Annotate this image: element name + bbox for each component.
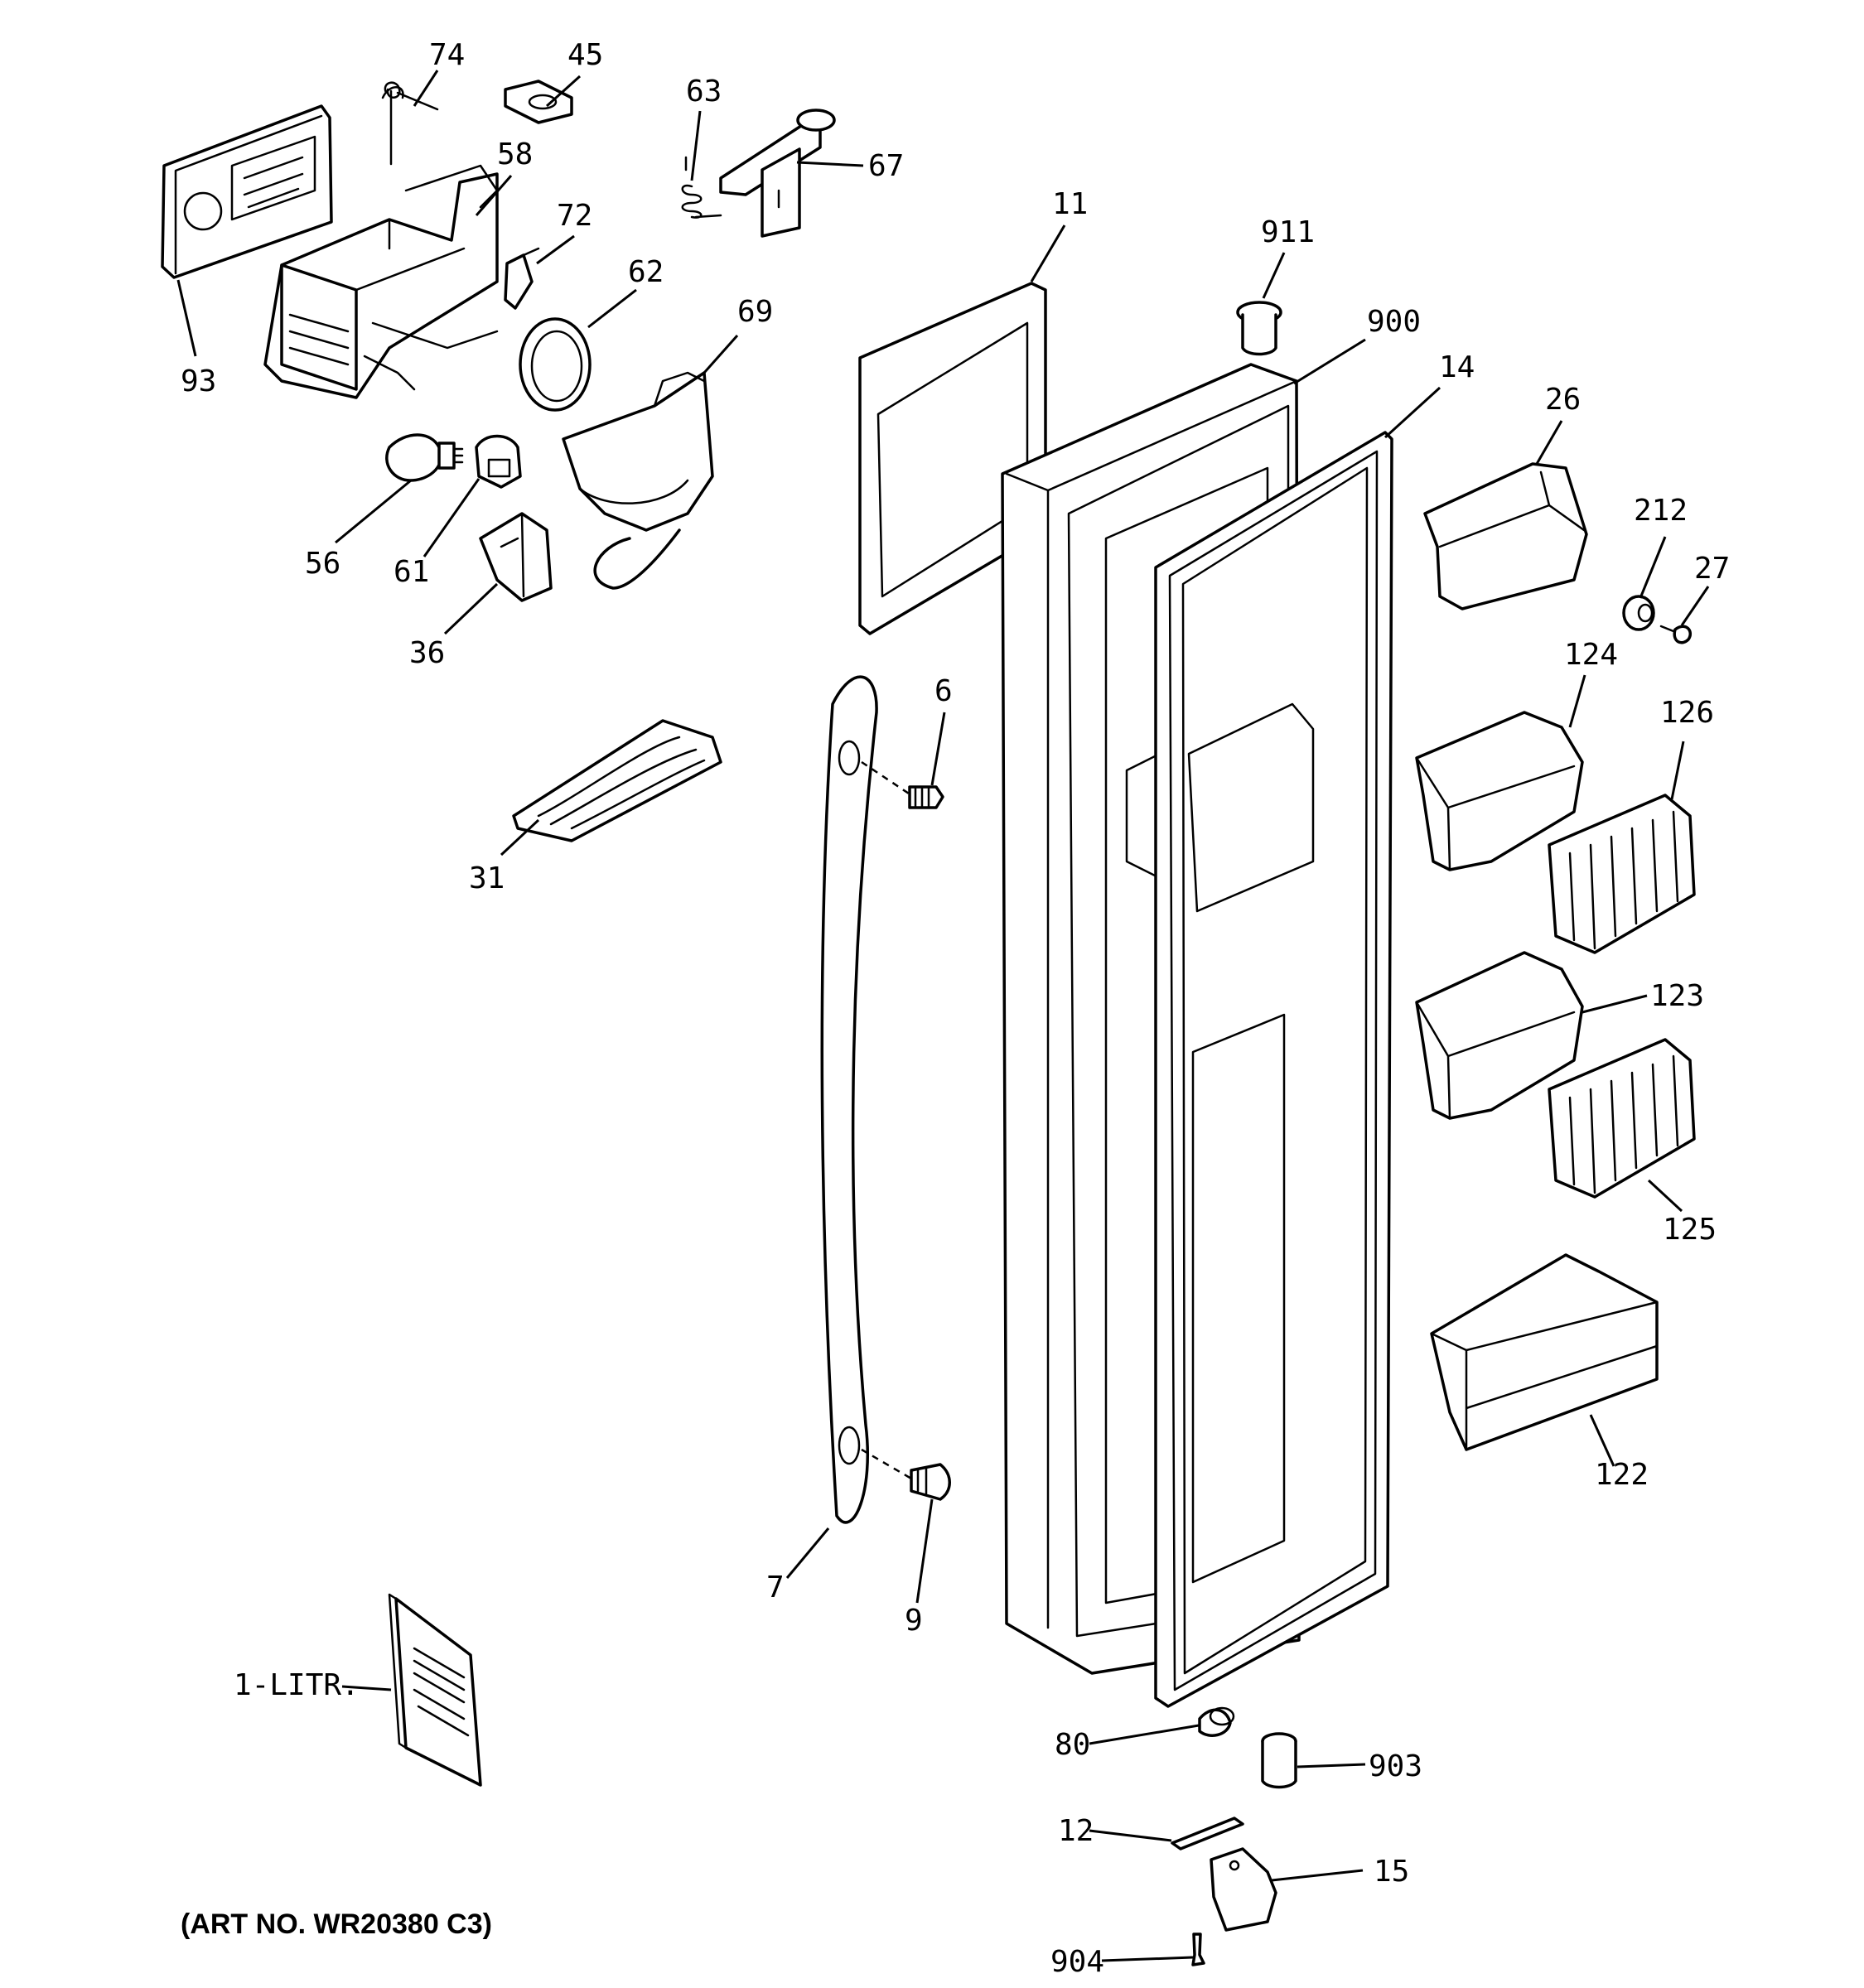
callout-62: 62: [628, 255, 664, 289]
part-72-switch: [504, 247, 540, 310]
part-67-actuator: [719, 109, 836, 238]
part-62-ring: [519, 317, 592, 412]
part-124-door-shelf: [1415, 711, 1584, 871]
callout-74: 74: [429, 38, 465, 72]
part-56-light-bulb: [385, 433, 464, 482]
callout-26: 26: [1545, 383, 1581, 417]
callout-61: 61: [394, 555, 429, 589]
leader-lines: [176, 70, 1710, 1962]
part-31-drip-tray: [512, 719, 722, 842]
callout-80: 80: [1055, 1728, 1090, 1762]
callout-14: 14: [1439, 350, 1475, 384]
part-1-litr-literature: [388, 1593, 482, 1787]
callout-15: 15: [1374, 1855, 1409, 1889]
part-69-ice-chute: [562, 371, 714, 590]
part-63-torsion-spring: [681, 156, 722, 219]
callout-31: 31: [469, 861, 505, 895]
callout-36: 36: [409, 636, 445, 670]
callout-72: 72: [557, 199, 592, 233]
callout-9: 9: [905, 1604, 923, 1638]
callout-900: 900: [1367, 305, 1421, 339]
callout-67: 67: [868, 149, 904, 183]
callout-212: 212: [1634, 494, 1688, 528]
callout-27: 27: [1694, 552, 1730, 586]
callout-903: 903: [1369, 1749, 1422, 1783]
callout-12: 12: [1058, 1814, 1094, 1848]
callout-56: 56: [305, 547, 340, 581]
callout-58: 58: [497, 138, 533, 171]
part-15-bottom-hinge: [1210, 1847, 1277, 1932]
callout-11: 11: [1052, 187, 1088, 221]
callout-69: 69: [737, 295, 773, 329]
part-93-dispenser-control-board: [161, 104, 333, 279]
part-12-hinge-plate: [1171, 1817, 1244, 1850]
part-58-dispenser-housing: [263, 164, 499, 399]
part-36-switch-bracket: [479, 512, 553, 602]
part-903-hinge-pin: [1261, 1732, 1297, 1789]
part-123-door-shelf: [1415, 951, 1584, 1120]
part-7-door-handle: [820, 675, 878, 1524]
part-74-spring: [381, 81, 439, 166]
part-26-door-bin: [1423, 462, 1588, 610]
callout-122: 122: [1595, 1458, 1649, 1492]
part-14-door-gasket: [1154, 431, 1393, 1708]
callout-124: 124: [1564, 638, 1618, 672]
callout-911: 911: [1261, 215, 1315, 249]
part-904-screw: [1191, 1933, 1205, 1966]
part-126-wire-basket: [1548, 794, 1696, 954]
part-80-plug: [1198, 1706, 1235, 1737]
part-9-handle-screw: [910, 1463, 951, 1501]
callout-7: 7: [766, 1571, 785, 1604]
part-6-handle-screw: [908, 785, 944, 809]
callout-904: 904: [1050, 1945, 1104, 1979]
callout-1-litr: 1-LITR.: [234, 1668, 360, 1702]
part-45-bracket: [504, 80, 573, 124]
part-125-wire-basket: [1548, 1038, 1696, 1199]
part-212-door-stop: [1622, 595, 1655, 631]
callout-126: 126: [1660, 696, 1714, 730]
callout-125: 125: [1663, 1213, 1717, 1247]
art-number: (ART NO. WR20380 C3): [181, 1908, 492, 1940]
handle-attach-line-bottom: [861, 1448, 912, 1480]
part-27-screw: [1659, 625, 1693, 644]
callout-123: 123: [1650, 979, 1704, 1013]
callout-6: 6: [934, 674, 953, 708]
handle-attach-line-top: [861, 760, 912, 797]
callout-63: 63: [686, 75, 722, 109]
part-61-light-socket: [475, 434, 522, 489]
part-911-bushing: [1236, 301, 1282, 356]
callout-45: 45: [567, 38, 603, 72]
part-122-door-bin: [1430, 1253, 1659, 1451]
callout-93: 93: [181, 364, 216, 398]
